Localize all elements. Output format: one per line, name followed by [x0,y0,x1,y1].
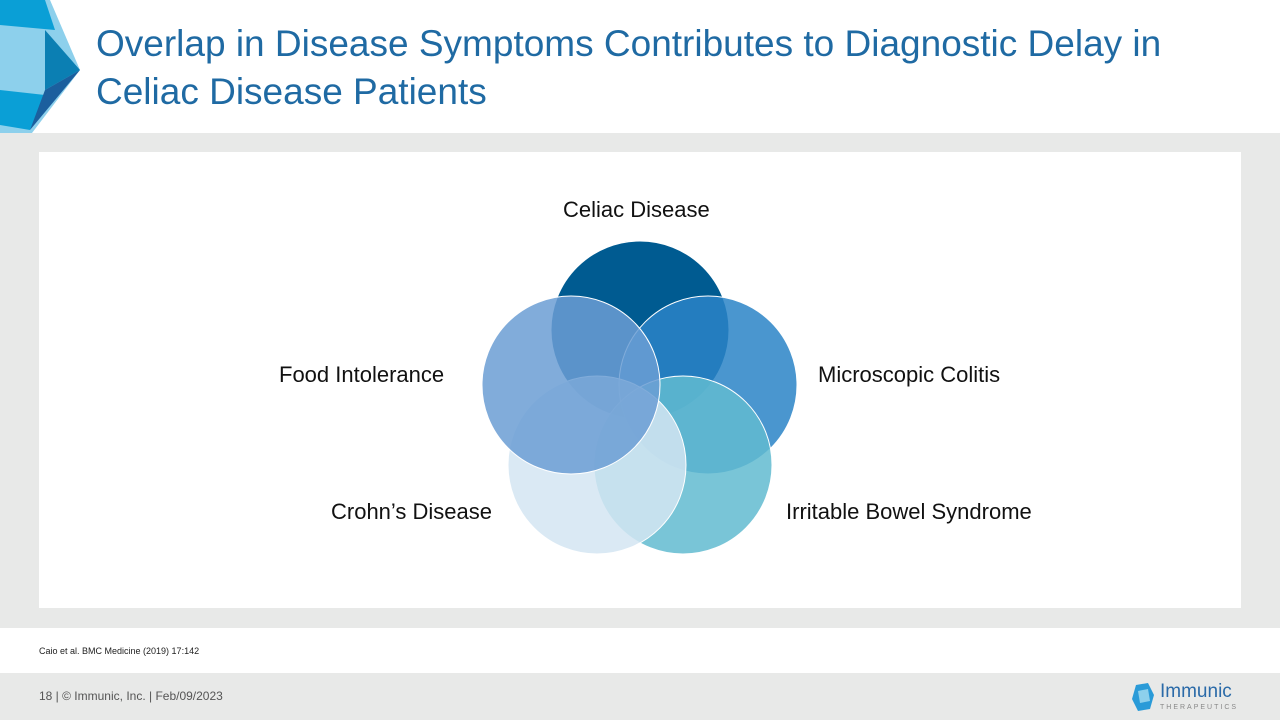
logo-subtitle: THERAPEUTICS [1160,704,1239,711]
slide-title: Overlap in Disease Symptoms Contributes … [96,23,1162,112]
footer-text: 18 | © Immunic, Inc. | Feb/09/2023 [39,689,223,703]
footer: 18 | © Immunic, Inc. | Feb/09/2023 Immun… [0,673,1280,720]
label-food-intolerance: Food Intolerance [279,362,445,387]
venn-circle-food-intolerance [481,295,661,475]
label-microscopic-colitis: Microscopic Colitis [818,362,1001,387]
label-irritable-bowel-syndrome: Irritable Bowel Syndrome [786,499,1032,524]
corner-decoration [0,0,80,175]
logo-icon [1132,683,1154,711]
citation: Caio et al. BMC Medicine (2019) 17:142 [39,646,200,656]
logo-name: Immunic [1160,681,1232,702]
label-celiac-disease: Celiac Disease [563,197,710,222]
label-crohns-disease: Crohn’s Disease [331,499,493,524]
